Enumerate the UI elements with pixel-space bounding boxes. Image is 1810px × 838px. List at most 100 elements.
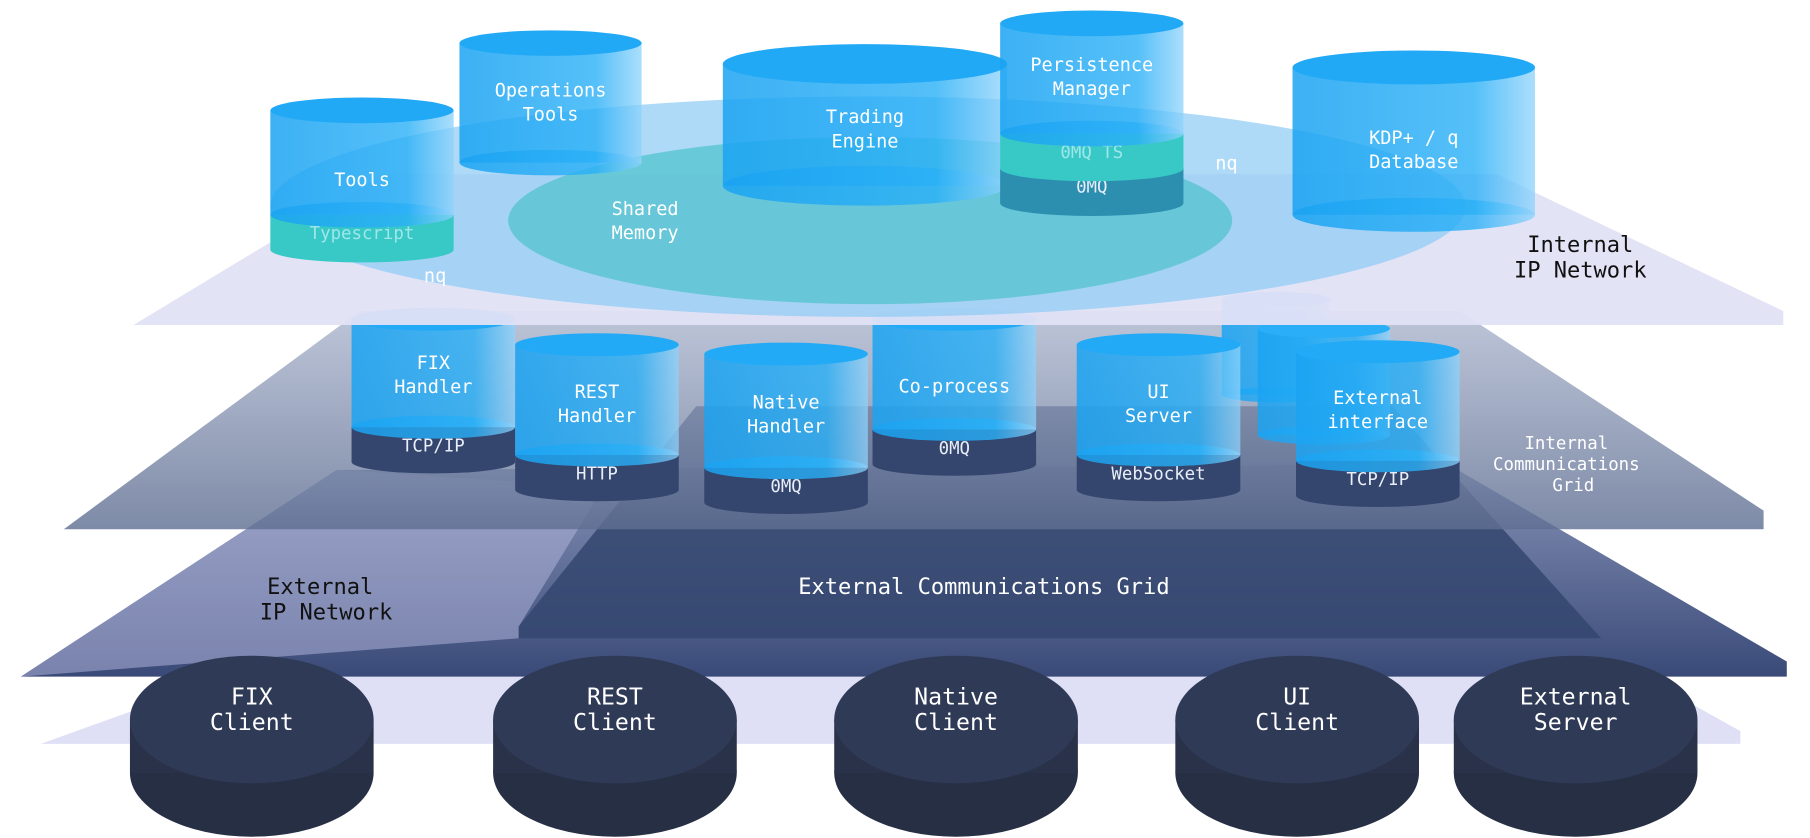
cylinder-bottom	[872, 417, 1037, 441]
cylinder-top	[722, 44, 1008, 84]
component-label: interface	[1328, 412, 1429, 433]
internal-comms-grid-label: Internal Communications Grid	[1493, 434, 1640, 496]
component-label: Handler	[558, 406, 636, 427]
component-label: REST	[575, 382, 620, 403]
component-label: FIX	[417, 353, 451, 374]
tools[interactable]: Typescript Tools	[270, 97, 454, 263]
client-label: Client	[914, 709, 998, 736]
internal-ip-network-line: IP Network	[1514, 258, 1647, 283]
internal-comms-grid-line: Communications	[1493, 455, 1640, 475]
shared-memory-label: Shared Memory	[612, 199, 679, 244]
client-top	[834, 655, 1078, 784]
cylinder-top	[704, 342, 868, 366]
cylinder-body	[872, 319, 1037, 430]
cylinder-body	[1296, 351, 1460, 461]
band-bottom	[872, 452, 1037, 476]
cylinder-body	[270, 110, 454, 215]
cylinder-body	[722, 63, 1008, 186]
band-bottom	[1000, 155, 1184, 182]
component-label: Tools	[334, 170, 390, 191]
internal-ip-network-label: Internal IP Network	[1514, 233, 1647, 284]
co-process[interactable]: 0MQ Co-process	[872, 307, 1037, 476]
component-label: Handler	[394, 377, 472, 398]
client-top	[1175, 655, 1419, 784]
protocol-label: 0MQ	[770, 477, 801, 497]
cylinder-body	[351, 319, 516, 428]
cylinder-bottom	[1000, 120, 1184, 147]
cylinder-top	[459, 30, 642, 56]
cylinder-body	[1292, 67, 1536, 215]
cylinder-body	[515, 344, 679, 455]
cylinder-top	[515, 333, 679, 357]
cylinder-bottom	[1296, 449, 1460, 473]
client-label: FIX	[231, 683, 273, 710]
cylinder-bottom	[351, 415, 516, 439]
external-comms-grid-label: External Communications Grid	[798, 575, 1169, 600]
component-label: Co-process	[898, 376, 1010, 397]
nq-label-left: nq	[424, 266, 446, 287]
band-bottom	[1076, 478, 1241, 502]
cylinder-bottom	[1292, 197, 1536, 232]
client-top	[129, 655, 374, 784]
cylinder-bottom	[1076, 443, 1241, 467]
client-label: REST	[587, 683, 643, 710]
cylinder-bottom	[722, 165, 1008, 206]
component-label: Server	[1125, 406, 1192, 427]
cylinder-bottom	[459, 149, 642, 176]
client-label: External	[1520, 683, 1632, 710]
cylinder-body	[1000, 23, 1184, 134]
component-label: Engine	[831, 131, 898, 152]
component-label: Database	[1369, 152, 1458, 173]
client-label: Client	[210, 709, 294, 736]
protocol-label: TCP/IP	[402, 436, 465, 456]
internal-comms-grid-line: Grid	[1552, 476, 1594, 496]
nq-label-right: nq	[1215, 154, 1237, 175]
cylinder-top	[270, 97, 454, 124]
component-label: Manager	[1053, 79, 1131, 100]
protocol-label: WebSocket	[1111, 464, 1205, 484]
protocol-label: 0MQ	[939, 439, 970, 459]
component-label: Native	[753, 393, 820, 414]
protocol-label: 0MQ TS	[1060, 143, 1123, 163]
fix-handler[interactable]: TCP/IP FIX Handler	[351, 307, 516, 474]
component-label: UI	[1147, 382, 1169, 403]
external-ip-network-line: External	[267, 575, 373, 600]
cylinder-top	[1000, 10, 1184, 37]
component-label: Operations	[495, 80, 607, 101]
internal-ip-network-line: Internal	[1527, 233, 1633, 258]
cylinder-body	[459, 43, 642, 163]
cylinder-bottom	[270, 201, 454, 228]
external-ip-network-label: External IP Network	[260, 575, 393, 626]
component-label: Tools	[523, 105, 579, 126]
client-label: Native	[914, 683, 998, 710]
internal-comms-grid-line: Internal	[1524, 434, 1608, 454]
cylinder-bottom	[704, 456, 868, 480]
client-label: Client	[1255, 709, 1339, 736]
protocol-label: Typescript	[310, 224, 415, 244]
cylinder-top	[1076, 333, 1241, 357]
cylinder-top	[1296, 340, 1460, 364]
band-bottom	[270, 236, 454, 263]
external-interface[interactable]: TCP/IP External interface	[1296, 340, 1460, 508]
protocol-label: TCP/IP	[1346, 470, 1409, 490]
component-label: External	[1333, 388, 1422, 409]
ui-server[interactable]: WebSocket UI Server	[1076, 333, 1241, 502]
band-bottom	[704, 491, 868, 514]
client-label: Server	[1534, 709, 1618, 736]
shared-memory-line: Shared	[612, 199, 679, 220]
client-label: Client	[573, 709, 657, 736]
external-ip-network-line: IP Network	[260, 601, 393, 626]
cylinder-body	[1076, 344, 1241, 455]
